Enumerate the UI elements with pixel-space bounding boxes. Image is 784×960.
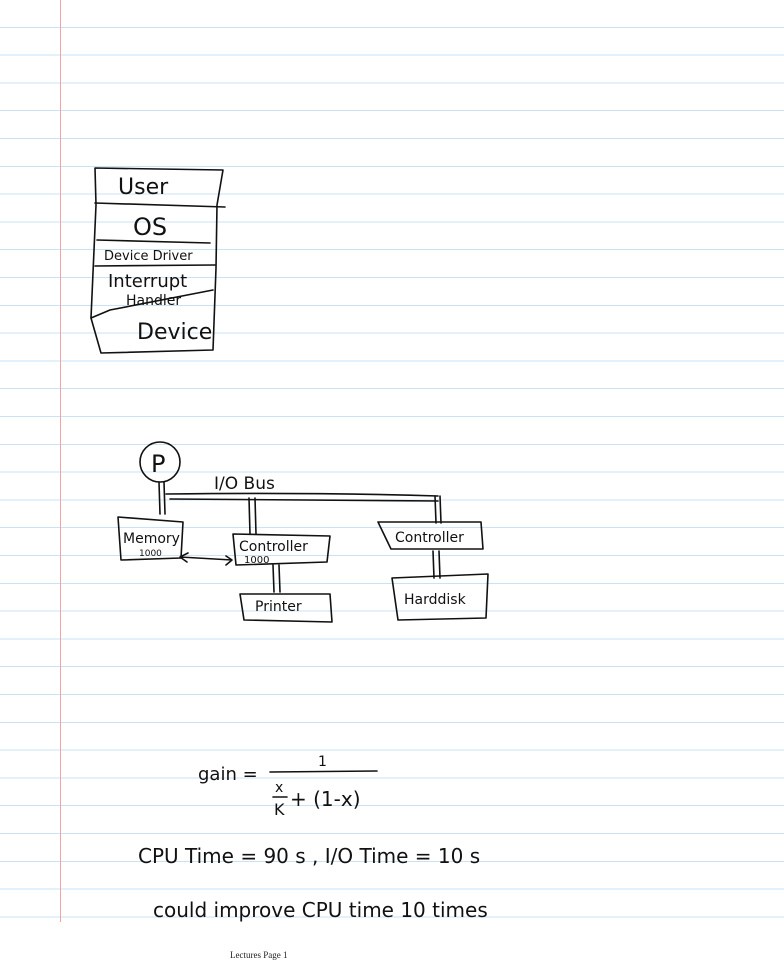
- notebook-page: User OS Device Driver Interrupt Handler …: [0, 0, 784, 922]
- formula-lhs: gain =: [198, 764, 258, 785]
- harddisk-label: Harddisk: [404, 592, 467, 608]
- processor-link: [159, 482, 165, 514]
- stack-label-os: OS: [133, 213, 167, 241]
- stack-divider-1: [95, 203, 225, 207]
- stack-label-device-driver: Device Driver: [104, 249, 193, 264]
- stack-divider-3: [95, 265, 215, 266]
- stack-label-user: User: [118, 175, 169, 200]
- note-line-2: could improve CPU time 10 times: [153, 898, 488, 922]
- memory-address: 1000: [139, 549, 162, 559]
- handwriting-layer: User OS Device Driver Interrupt Handler …: [0, 0, 784, 922]
- page-footer: Lectures Page 1: [230, 950, 287, 960]
- memory-controller-arrow: [180, 553, 232, 565]
- controller-harddisk-link: [433, 551, 440, 578]
- controller-right-label: Controller: [395, 530, 464, 546]
- bus-label: I/O Bus: [214, 474, 275, 494]
- controller-printer-link: [273, 565, 280, 592]
- bus-line-top: [166, 493, 438, 496]
- bus-to-controller-right: [435, 496, 441, 523]
- bus-to-controller-left: [249, 498, 256, 534]
- formula-numerator: 1: [318, 754, 327, 770]
- formula-main-bar: [270, 771, 377, 772]
- memory-label: Memory: [123, 531, 180, 547]
- note-line-1: CPU Time = 90 s , I/O Time = 10 s: [138, 844, 480, 868]
- stack-label-handler: Handler: [126, 293, 181, 309]
- bus-line-bottom: [170, 499, 438, 501]
- formula-den-x: x: [275, 780, 283, 796]
- controller-left-label: Controller: [239, 539, 308, 555]
- stack-label-interrupt: Interrupt: [108, 271, 187, 292]
- formula-den-k: K: [274, 800, 285, 819]
- stack-label-device: Device: [137, 320, 212, 345]
- formula-den-rest: + (1-x): [290, 787, 361, 811]
- controller-left-address: 1000: [244, 555, 269, 566]
- printer-label: Printer: [255, 599, 302, 615]
- processor-label: P: [151, 450, 165, 478]
